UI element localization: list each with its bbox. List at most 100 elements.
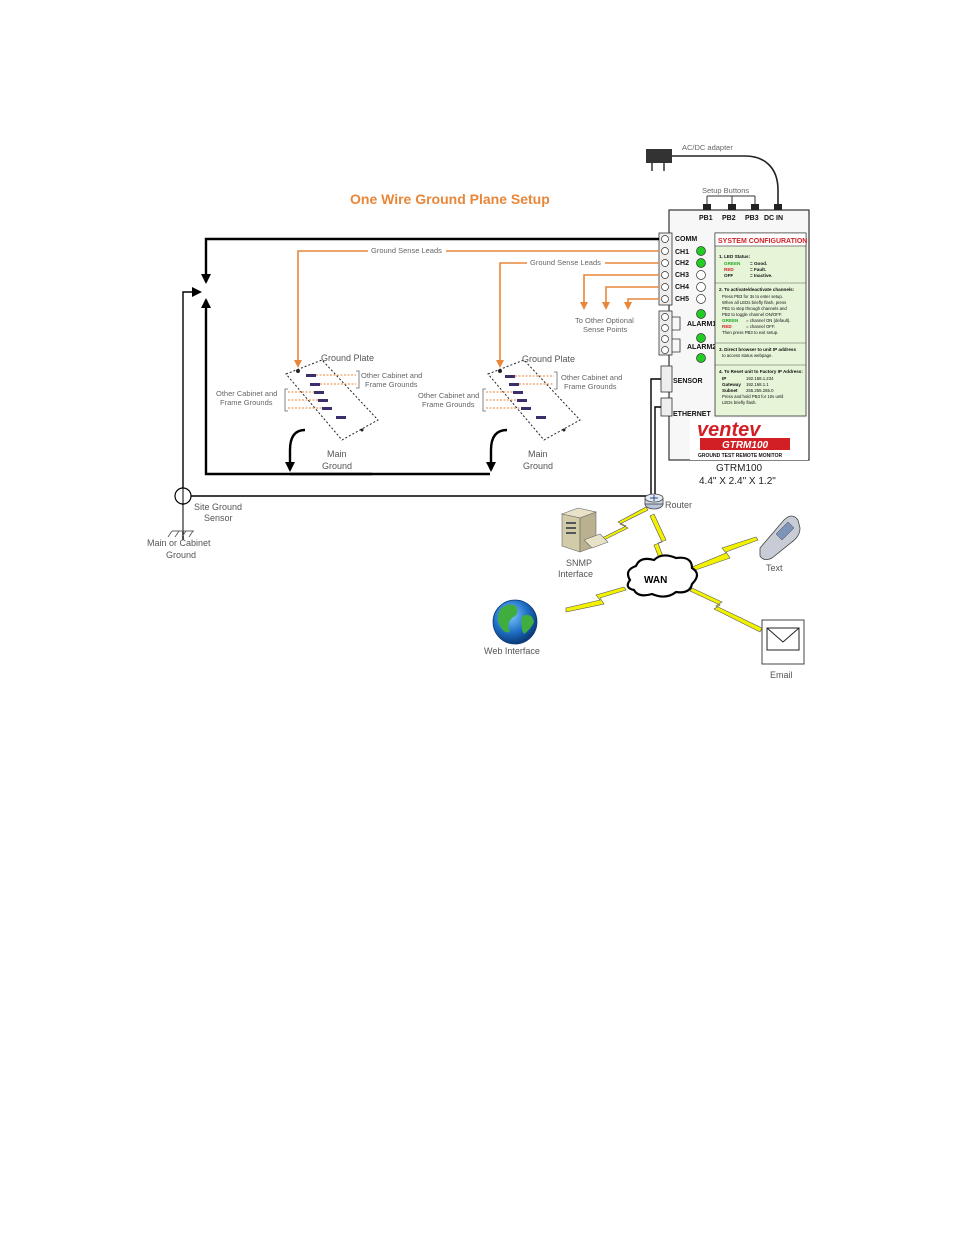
config-s2-l4: PB2 to toggle channel ON/OFF. [722,312,782,317]
network-links [565,506,763,633]
other-cabinet-label-2a: Other Cabinet and [561,373,622,382]
config-s2-l2: When all LEDs briefly flash, press [722,300,786,305]
config-s2-red-v: = channel OFF. [746,324,775,329]
ground-plate-label-2: Ground Plate [522,354,575,364]
web-interface-label: Web Interface [484,646,540,656]
ethernet-label: ETHERNET [673,411,711,418]
terminal-block [658,232,673,356]
other-cabinet-label-2d: Frame Grounds [422,400,475,409]
model-label: GTRM100 [722,440,769,451]
sensor-label: SENSOR [673,378,703,385]
port-ch3: CH3 [675,272,689,279]
phone-icon [759,515,801,560]
port-comm: COMM [675,236,697,243]
device-dims-label: 4.4" X 2.4" X 1.2" [699,476,776,487]
pb2-button[interactable] [728,204,736,210]
port-ch4: CH4 [675,284,689,291]
led-alarm2 [696,333,706,343]
config-s4-l1: Press and hold PB3 for 10s until [722,394,783,399]
ground-plate-2 [482,359,581,441]
diagram-title: One Wire Ground Plane Setup [350,191,550,207]
config-s2-red: RED [722,324,732,329]
pb1-button[interactable] [703,204,711,210]
config-subnet-value: 255.255.255.0 [746,388,774,393]
ground-plate-label-1: Ground Plate [321,353,374,363]
ground-sense-leads-label-1: Ground Sense Leads [371,246,442,255]
snmp-label-2: Interface [558,569,593,579]
config-subnet-key: Subnet [722,388,738,393]
config-ip-value: 192.168.1.234 [746,376,774,381]
device-name-label: GTRM100 [716,463,763,474]
led-alarm1 [696,309,706,319]
pb3-button[interactable] [751,204,759,210]
ac-adapter-label: AC/DC adapter [682,143,733,152]
device-subtitle: GROUND TEST REMOTE MONITOR [698,453,782,459]
main-ground-label-2b: Ground [523,461,553,471]
text-label: Text [766,563,783,573]
email-icon [761,619,805,665]
led-ch1 [696,246,706,256]
main-cabinet-label-2: Ground [166,550,196,560]
config-s1-red-v: = Fault. [750,267,766,272]
config-s1-green-v: = Good. [750,261,767,266]
ground-symbol-icon [167,505,194,538]
pb2-label: PB2 [722,215,736,222]
other-cabinet-label-1c: Other Cabinet and [216,389,277,398]
config-s2-l1: Press PB3 for 3s to enter setup. [722,294,783,299]
port-ch5: CH5 [675,296,689,303]
config-s2-l5: Then press PB3 to exit setup. [722,330,778,335]
config-gateway-key: Gateway [722,382,741,387]
config-s1-green: GREEN [724,261,741,266]
dc-in-jack [774,204,782,210]
config-s3-l1: to access status webpage. [722,353,773,358]
setup-buttons-leaders [706,195,756,204]
config-s2-green: GREEN [722,318,739,323]
config-s2-l3: PB1 to step through channels and [722,306,787,311]
sensor-jack [660,365,673,393]
main-cabinet-label-1: Main or Cabinet [147,538,211,548]
web-globe-icon [492,599,538,645]
dc-in-label: DC IN [764,215,783,222]
snmp-label-1: SNMP [566,558,592,568]
email-label: Email [770,670,793,680]
ethernet-jack [660,397,673,417]
pb3-label: PB3 [745,215,759,222]
led-ch3 [696,270,706,280]
main-ground-label-2a: Main [528,449,548,459]
system-configuration-panel [714,232,807,417]
other-cabinet-label-1b: Frame Grounds [365,380,418,389]
alarm2-label: ALARM2 [687,344,716,351]
config-s2-title: 2. To activate/deactivate channels: [719,287,795,292]
wan-label: WAN [644,575,667,586]
pb1-label: PB1 [699,215,713,222]
setup-buttons-label: Setup Buttons [702,186,749,195]
optional-points-label-1: To Other Optional [575,316,634,325]
config-header: SYSTEM CONFIGURATION [718,238,807,245]
other-cabinet-label-2c: Other Cabinet and [418,391,479,400]
ground-wiring [201,237,659,476]
ground-sense-leads-label-2: Ground Sense Leads [530,258,601,267]
other-cabinet-label-1a: Other Cabinet and [361,371,422,380]
config-s1-off: OFF [724,273,733,278]
router-icon [644,493,664,510]
site-ground-label-1: Site Ground [194,502,242,512]
ac-adapter-icon [646,149,779,210]
config-s3-title: 3. Direct browser to unit IP address [719,347,796,352]
config-s2-green-v: = channel ON (default). [746,318,791,323]
config-s4-l2: LEDs briefly flash. [722,400,757,405]
ground-plate-1 [284,359,379,441]
config-ip-key: IP [722,376,726,381]
model-banner [700,438,790,450]
port-ch1: CH1 [675,249,689,256]
config-s1-title: 1. LED Status: [719,254,751,259]
sense-leads [294,250,659,368]
site-ground-label-2: Sensor [204,513,233,523]
other-cabinet-label-2b: Frame Grounds [564,382,617,391]
config-s1-off-v: = Inactive. [750,273,772,278]
config-s4-title: 4. To Reset unit to Factory IP Address: [719,369,803,374]
led-status [696,353,706,363]
led-ch5 [696,294,706,304]
config-s1-red: RED [724,267,734,272]
led-ch4 [696,282,706,292]
